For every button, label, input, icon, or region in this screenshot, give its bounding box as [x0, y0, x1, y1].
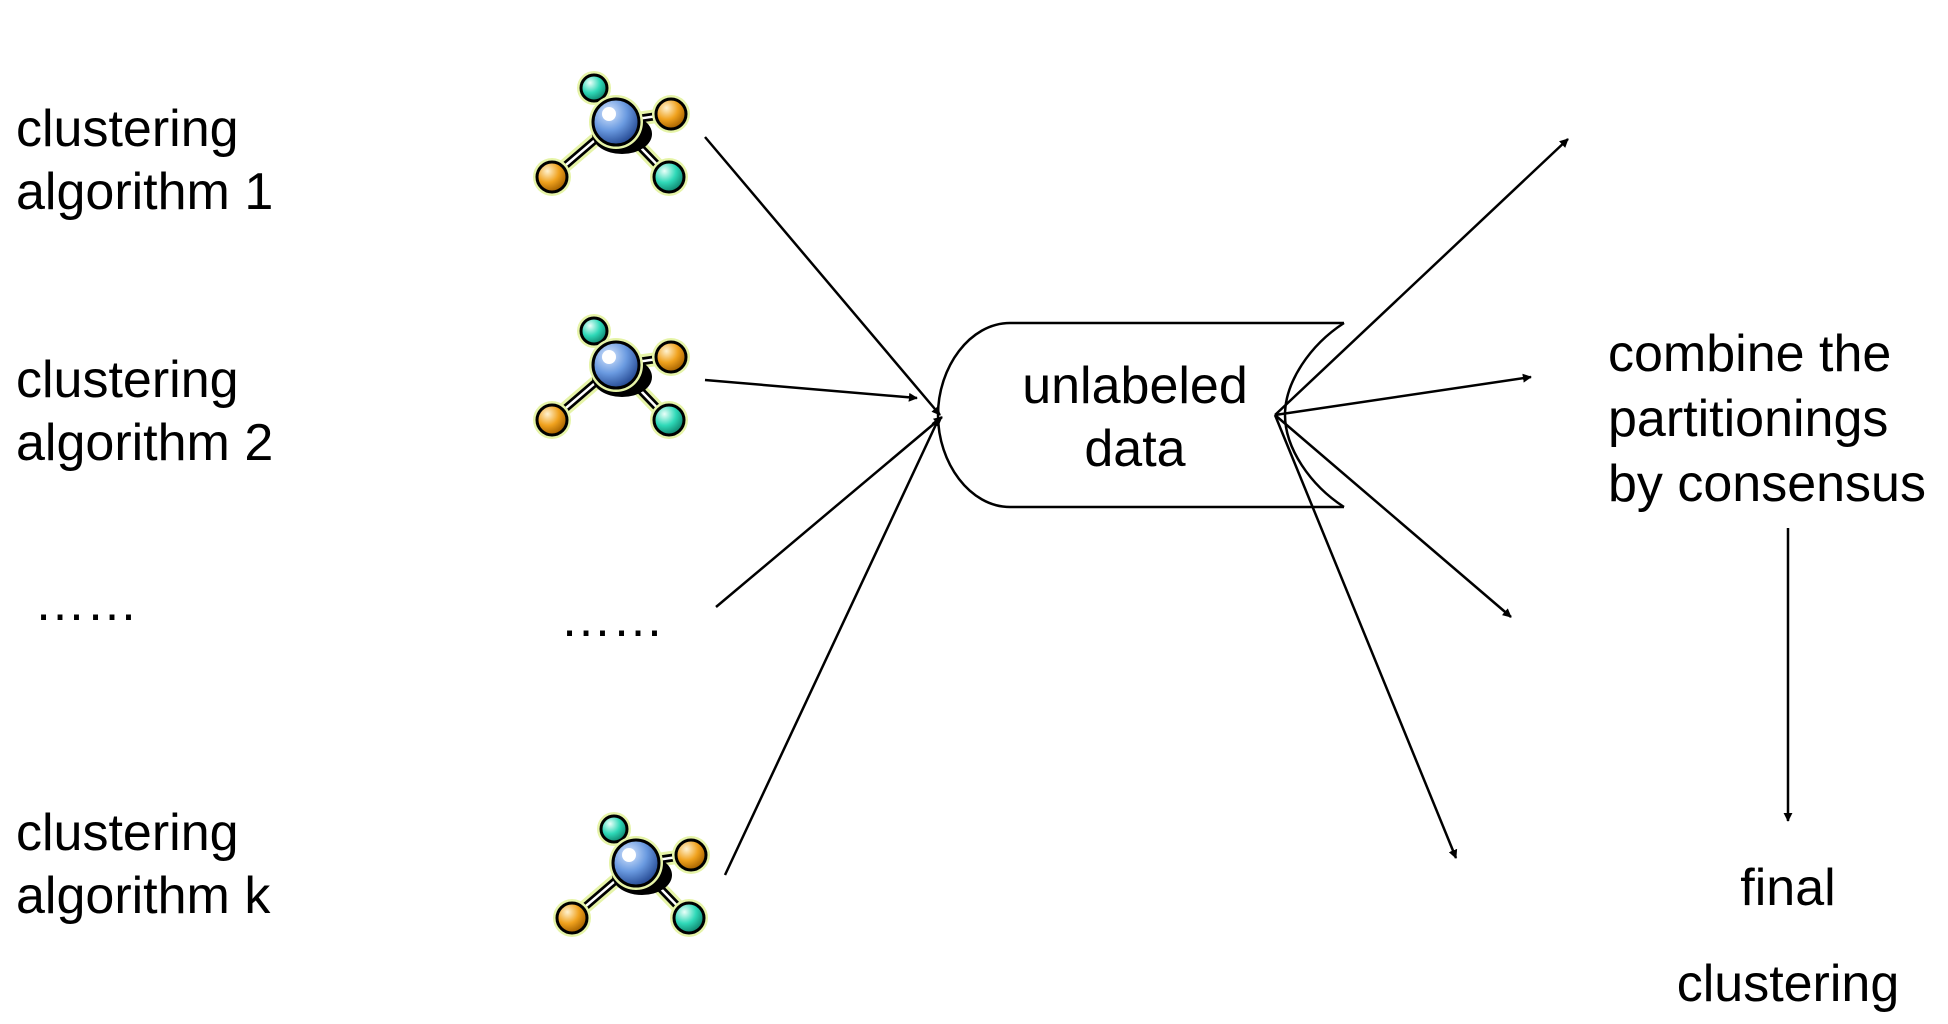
combine-line2: partitionings	[1608, 390, 1889, 448]
input-arrow-2	[704, 378, 918, 402]
final-line1: final	[1740, 859, 1836, 917]
final-line2: clustering	[1676, 955, 1900, 1013]
ellipsis-mid: ……	[560, 590, 664, 648]
input-arrow-ellipsis	[715, 416, 943, 608]
output-arrow-2	[1274, 373, 1532, 417]
output-arrow-1	[1274, 138, 1569, 416]
combine-consensus-label: combine the partitionings by consensus	[1608, 322, 1926, 517]
unlabeled-data-line2: data	[1084, 420, 1186, 478]
molecule-icon-algorithm-1	[533, 71, 690, 196]
ellipsis-left: ……	[34, 574, 138, 632]
algorithm-k-label: clustering algorithm k	[16, 802, 270, 928]
final-clustering-label: final clustering	[1620, 840, 1948, 1024]
algorithm-2-label: clustering algorithm 2	[16, 349, 273, 475]
algorithm-2-line1: clustering	[16, 351, 239, 409]
unlabeled-data-label: unlabeled data	[1000, 355, 1270, 481]
algorithm-k-line1: clustering	[16, 804, 239, 862]
input-arrow-1	[704, 136, 941, 416]
algorithm-2-line2: algorithm 2	[16, 414, 274, 472]
molecule-icon-algorithm-k	[553, 812, 710, 937]
output-arrow-3	[1274, 414, 1512, 618]
algorithm-k-line2: algorithm k	[16, 867, 271, 925]
algorithm-1-label: clustering algorithm 1	[16, 98, 273, 224]
algorithm-1-line2: algorithm 1	[16, 163, 274, 221]
algorithm-1-line1: clustering	[16, 100, 239, 158]
unlabeled-data-line1: unlabeled	[1022, 357, 1248, 415]
combine-line1: combine the	[1608, 325, 1892, 383]
input-arrow-k	[723, 417, 941, 876]
combine-line3: by consensus	[1608, 455, 1926, 513]
molecule-icon-algorithm-2	[533, 314, 690, 439]
output-arrow-4	[1273, 414, 1458, 859]
